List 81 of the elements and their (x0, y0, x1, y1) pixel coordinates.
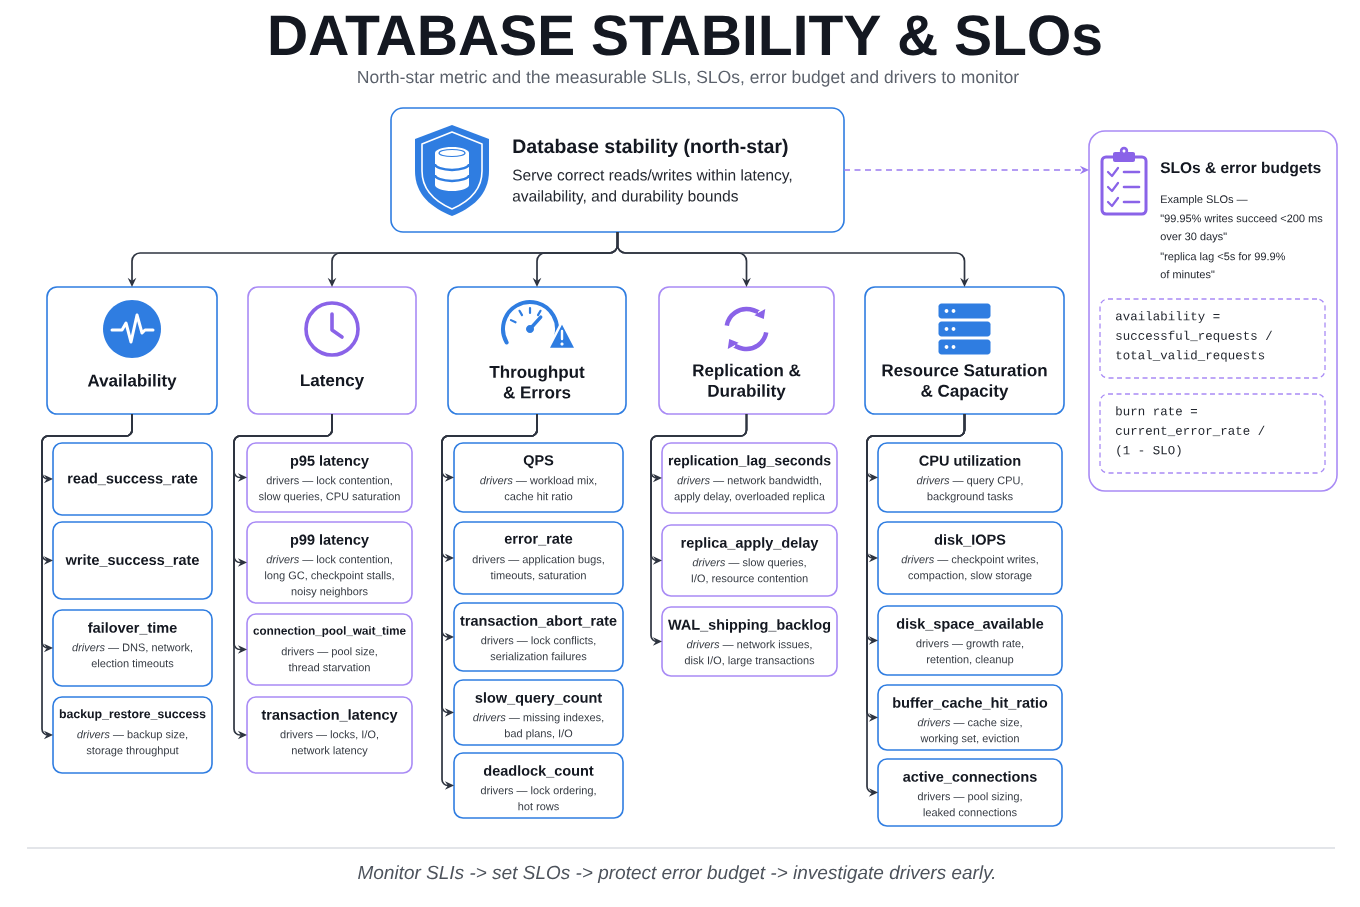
metric-card (453, 679, 624, 746)
drivers-note: drivers — workload mix, cache hit ratio (480, 476, 597, 501)
metric-card (52, 696, 213, 774)
metric-name: slow_query_count (475, 692, 602, 706)
drivers-note: drivers — slow queries, I/O, resource contention (691, 558, 808, 584)
caption: Monitor SLIs -> set SLOs -> protect error budget -> investigate drivers early. (358, 865, 995, 883)
category-card (247, 286, 417, 415)
drivers-note: drivers — lock conflicts, serialization failures (481, 636, 596, 661)
title: DATABASE STABILITY & SLOs (270, 15, 1101, 56)
drivers-note: drivers — missing indexes, bad plans, I/O (473, 713, 604, 740)
metric-card (246, 521, 413, 604)
metric-card (661, 524, 838, 597)
metric-name: replication_lag_seconds (668, 455, 831, 469)
drivers-note: drivers — application bugs, timeouts, saturation (472, 555, 604, 581)
metric-box: write_success_rate (52, 521, 213, 600)
metric-name: transaction_latency (261, 709, 398, 723)
category-card (864, 286, 1065, 415)
metric-name: deadlock_count (483, 765, 594, 778)
metric-card (52, 609, 213, 687)
metric-name: disk_IOPS (934, 534, 1006, 547)
metric-card (246, 442, 413, 513)
metric-name: error_rate (504, 534, 573, 546)
formula-box: availability = successful_requests / total_valid_requests (1099, 298, 1326, 379)
metric-name: CPU utilization (919, 455, 1021, 466)
metric-card (453, 521, 624, 595)
metric-name: transaction_abort_rate (460, 615, 617, 628)
metric-card (246, 613, 413, 686)
drivers-note: drivers — locks, I/O, network latency (280, 730, 378, 757)
metric-name: failover_time (88, 622, 177, 635)
metric-name: active_connections (903, 771, 1037, 784)
metric-name: QPS (523, 455, 554, 469)
metric-name: WAL_shipping_backlog (668, 619, 831, 633)
category-title: Resource Saturation & Capacity (882, 363, 1047, 401)
metric-card (877, 605, 1063, 676)
drivers-note: drivers — lock contention, long GC, checkpoint stalls, noisy neighbors (265, 555, 394, 598)
card-text: Serve correct reads/writes within latency, availability, and durability bounds (512, 169, 792, 205)
metric-card (877, 758, 1063, 827)
metric-name: connection_pool_wait_time (253, 626, 406, 638)
drivers-note: drivers — pool size, thread starvation (281, 647, 377, 672)
formula-box: burn rate = current_error_rate / (1 - SLO) (1099, 393, 1326, 474)
quote-text: "replica lag <5s for 99.9% of minutes" (1160, 252, 1286, 279)
drivers-note: drivers — lock contention, slow queries, CPU saturation (258, 476, 400, 503)
metric-name: backup_restore_success (59, 709, 206, 721)
category-card (46, 286, 218, 415)
drivers-note: drivers — network issues, disk I/O, large transactions (684, 640, 815, 667)
drivers-note: drivers — pool sizing, leaked connections (917, 792, 1022, 817)
card-heading: Database stability (north-star) (513, 138, 788, 158)
metric-card (661, 442, 838, 514)
metric-card (877, 684, 1063, 751)
category-card (658, 286, 835, 415)
category-title: Replication & Durability (693, 363, 801, 401)
category-title: Availability (87, 374, 177, 390)
metric-box: read_success_rate (52, 442, 213, 516)
metric-card (661, 606, 838, 677)
category-title: Latency (301, 374, 365, 390)
metric-card (246, 696, 413, 774)
drivers-note: drivers — checkpoint writes, compaction, slow storage (901, 555, 1038, 582)
metric-card (453, 602, 624, 672)
drivers-note: drivers — backup size, storage throughput (77, 730, 188, 757)
drivers-note: drivers — DNS, network, election timeouts (72, 643, 192, 668)
metric-name: disk_space_available (896, 618, 1044, 632)
drivers-note: drivers — query CPU, background tasks (916, 476, 1023, 503)
metric-name: buffer_cache_hit_ratio (893, 697, 1048, 710)
drivers-note: drivers — growth rate, retention, cleanup (916, 639, 1024, 666)
metric-card (877, 521, 1063, 595)
metric-card (453, 752, 624, 819)
metric-card (453, 442, 624, 513)
quote-text: "99.95% writes succeed <200 ms over 30 days" (1160, 214, 1323, 243)
panel-heading: SLOs & error budgets (1160, 161, 1321, 177)
category-card (447, 286, 627, 415)
metric-name: p99 latency (290, 534, 369, 548)
drivers-note: drivers — lock ordering, hot rows (480, 786, 596, 811)
panel-text: Example SLOs — (1161, 195, 1248, 206)
metric-name: replica_apply_delay (681, 537, 819, 551)
category-title: Throughput & Errors (489, 365, 585, 399)
metric-card (877, 442, 1063, 513)
goal-card (390, 107, 845, 233)
metric-name: p95 latency (290, 455, 369, 469)
drivers-note: drivers — network bandwidth, apply delay, overloaded replica (674, 476, 825, 503)
drivers-note: drivers — cache size, working set, eviction (917, 718, 1022, 745)
subtitle: North-star metric and the measurable SLIs, SLOs, error budget and drivers to monitor (358, 70, 1019, 87)
